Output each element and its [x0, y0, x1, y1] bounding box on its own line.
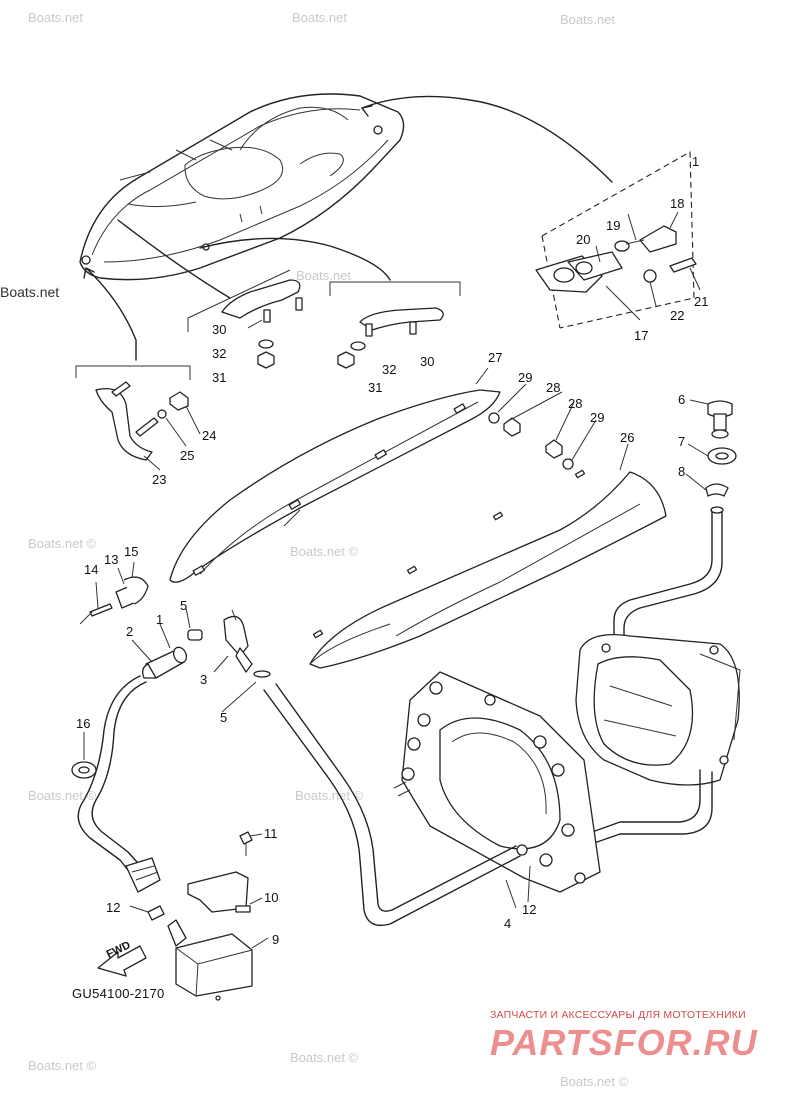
callout-16: 16: [76, 716, 90, 731]
callout-31-left: 31: [212, 370, 226, 385]
callout-17: 17: [634, 328, 648, 343]
callout-31-right: 31: [368, 380, 382, 395]
watermark: Boats.net: [560, 12, 615, 27]
valve-group: [79, 576, 149, 625]
callout-5-upper: 5: [180, 598, 187, 613]
watercraft-outline: [79, 93, 405, 281]
watermark: Boats.net ©: [290, 544, 359, 559]
callout-20: 20: [576, 232, 590, 247]
watermark: Boats.net: [292, 10, 347, 25]
callout-27: 27: [488, 350, 502, 365]
leader-lines: [83, 211, 709, 949]
callout-9: 9: [272, 932, 279, 947]
callout-26: 26: [620, 430, 634, 445]
diagram-code: GU54100-2170: [72, 986, 165, 1001]
callout-18: 18: [670, 196, 684, 211]
handle-right-group: [329, 281, 461, 369]
callout-24: 24: [202, 428, 216, 443]
watermark: Boats.net: [28, 10, 83, 25]
callout-32-right: 32: [382, 362, 396, 377]
fitting-group: [142, 609, 271, 679]
callout-6: 6: [678, 392, 685, 407]
brand-tagline: ЗАПЧАСТИ И АКСЕССУАРЫ ДЛЯ МОТОТЕХНИКИ: [490, 1009, 746, 1021]
callout-12-left: 12: [106, 900, 120, 915]
watermark: Boats.net: [0, 284, 59, 300]
hose-16: [71, 675, 161, 893]
callout-30-right: 30: [420, 354, 434, 369]
callout-28b: 28: [568, 396, 582, 411]
watermark: Boats.net ©: [290, 1050, 359, 1065]
vent-hose: [613, 506, 724, 641]
callout-23: 23: [152, 472, 166, 487]
callout-29b: 29: [590, 410, 604, 425]
leader-arrows: [83, 95, 613, 361]
callout-8: 8: [678, 464, 685, 479]
watermark: Boats.net ©: [28, 788, 97, 803]
callout-22: 22: [670, 308, 684, 323]
watermark: Boats.net: [296, 268, 351, 283]
callout-12-right: 12: [522, 902, 536, 917]
panel-27: [169, 389, 521, 583]
watermark: Boats.net ©: [28, 1058, 97, 1073]
box-group: [147, 831, 253, 1001]
callout-29a: 29: [518, 370, 532, 385]
watermarks: Boats.net Boats.net Boats.net Boats.net …: [0, 10, 629, 1089]
callout-21: 21: [694, 294, 708, 309]
cap-group: [705, 400, 737, 497]
callout-1: 1: [156, 612, 163, 627]
panel-26: [309, 439, 667, 669]
jet-nozzle-housing: [569, 633, 741, 851]
callout-13: 13: [104, 552, 118, 567]
callout-2: 2: [126, 624, 133, 639]
watermark: Boats.net ©: [28, 536, 97, 551]
callout-1-top: 1: [692, 154, 699, 169]
callout-4: 4: [504, 916, 511, 931]
callout-28a: 28: [546, 380, 560, 395]
drain-plug-group: [535, 151, 701, 329]
brand-logo: PARTSFOR.RU: [490, 1022, 758, 1063]
watermark: Boats.net ©: [560, 1074, 629, 1089]
handle-left-group: [187, 269, 303, 369]
callout-10: 10: [264, 890, 278, 905]
bracket-group: [75, 365, 191, 461]
callout-14: 14: [84, 562, 98, 577]
callout-labels: 1 18 19 20 21 22 17 30 32 31 30 32 31 27…: [76, 154, 708, 947]
callout-19: 19: [606, 218, 620, 233]
callout-7: 7: [678, 434, 685, 449]
intake-duct: [393, 671, 601, 893]
callout-30-left: 30: [212, 322, 226, 337]
callout-32-left: 32: [212, 346, 226, 361]
watermark: Boats.net ©: [295, 788, 364, 803]
callout-11: 11: [264, 826, 278, 841]
callout-3: 3: [200, 672, 207, 687]
callout-25: 25: [180, 448, 194, 463]
callout-5-lower: 5: [220, 710, 227, 725]
callout-15: 15: [124, 544, 138, 559]
forward-arrow-icon: [97, 945, 147, 977]
hose-4: [263, 683, 521, 927]
